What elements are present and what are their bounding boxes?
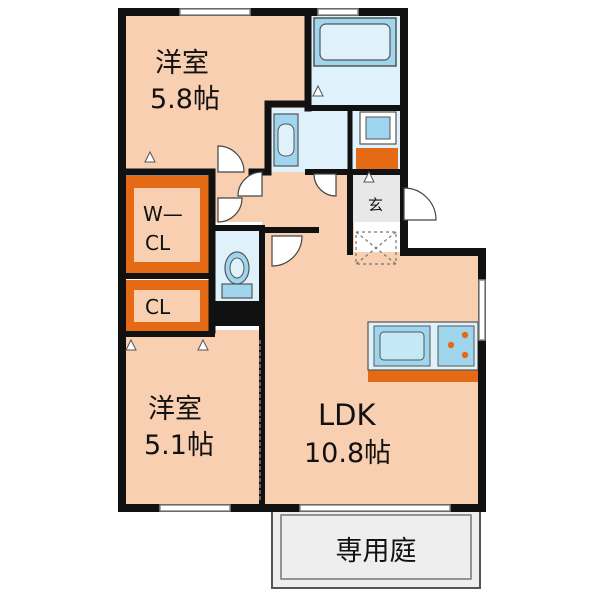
closet-label: CL	[145, 295, 171, 319]
windows	[159, 8, 486, 512]
shoe-cabinet-icon	[356, 148, 398, 172]
kitchen-sink-icon	[373, 325, 431, 367]
bathtub-icon	[313, 17, 397, 67]
walk-in-closet-inner	[134, 188, 200, 262]
window-top-1	[179, 8, 251, 16]
western-room-1-name: 洋室	[155, 48, 209, 79]
washbasin-icon	[273, 113, 299, 167]
doors	[217, 145, 437, 267]
door-washroom	[237, 171, 263, 197]
walls	[118, 8, 486, 512]
garden-area	[271, 505, 481, 589]
western-room-2-name: 洋室	[148, 394, 202, 425]
outer-wall	[118, 8, 486, 512]
door-markers	[125, 84, 375, 351]
kitchen-counter-accent	[368, 370, 478, 382]
fixtures	[221, 17, 479, 371]
entrance-label: 玄	[368, 196, 383, 214]
entrance-floor	[352, 172, 402, 222]
ldk-name: LDK	[318, 398, 376, 432]
private-garden: 専用庭	[271, 505, 481, 589]
western-room-2-floor	[122, 330, 262, 508]
window-right	[478, 279, 486, 341]
western-room-2-size: 5.1帖	[144, 430, 214, 461]
window-bottom-1	[159, 504, 231, 512]
pipe-shaft	[212, 304, 262, 326]
toilet-icon	[221, 251, 253, 299]
stove-icon	[437, 325, 475, 367]
door-western-room-1	[217, 145, 245, 173]
room-labels: 洋室 5.8帖 洋室 5.1帖 LDK 10.8帖 玄	[144, 48, 391, 469]
garden-inner-rail	[280, 514, 472, 580]
walk-in-closet-label-2: CL	[145, 231, 171, 255]
washing-machine-icon	[359, 111, 397, 145]
western-room-1-size: 5.8帖	[150, 84, 220, 115]
garden-label: 専用庭	[336, 536, 417, 567]
ldk-size: 10.8帖	[304, 438, 391, 469]
storage-hatch-icon	[355, 231, 397, 265]
walk-in-closet-label-1: W—	[143, 202, 183, 226]
window-bottom-2	[299, 504, 451, 512]
door-bath	[313, 173, 337, 197]
door-hall-toilet	[217, 197, 243, 223]
door-entrance	[403, 187, 437, 221]
closet-inner	[134, 290, 200, 322]
door-ldk	[271, 235, 303, 267]
window-top-2	[317, 8, 359, 16]
storage: W— CL CL	[122, 148, 478, 382]
